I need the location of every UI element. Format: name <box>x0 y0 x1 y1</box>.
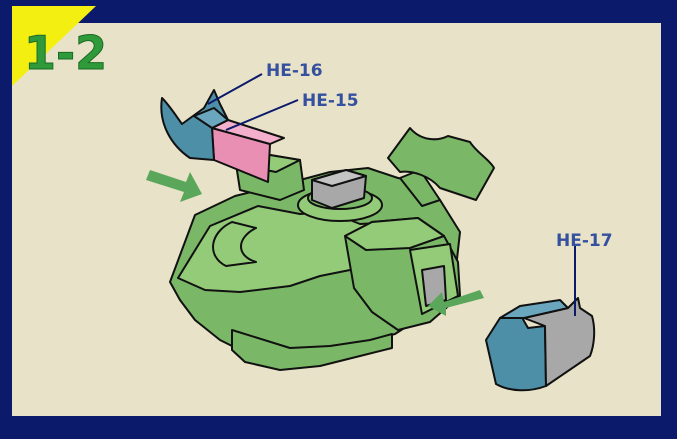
he17-gray <box>523 297 596 387</box>
turret-block-top <box>311 169 367 187</box>
main-body-part <box>169 153 461 371</box>
step-tab <box>12 6 96 86</box>
claw-top <box>193 107 229 129</box>
step-number: 1-2 <box>24 26 107 80</box>
part-he17 <box>485 297 596 392</box>
plate-shape <box>387 127 495 201</box>
right-box-top <box>344 217 445 251</box>
loose-green-plate <box>387 127 495 201</box>
label-he16: HE-16 <box>266 61 323 81</box>
crescent-handle <box>212 221 257 267</box>
leader-he16 <box>207 73 263 105</box>
arrow-right <box>428 290 484 316</box>
he17-top <box>499 299 569 319</box>
label-he15: HE-15 <box>302 91 359 111</box>
label-he17: HE-17 <box>556 231 613 251</box>
hull-skirt <box>231 329 393 371</box>
leader-he15 <box>225 99 299 131</box>
he17-teal <box>485 313 547 392</box>
teal-claw-he16 <box>160 89 229 161</box>
arrow-left <box>146 170 202 202</box>
